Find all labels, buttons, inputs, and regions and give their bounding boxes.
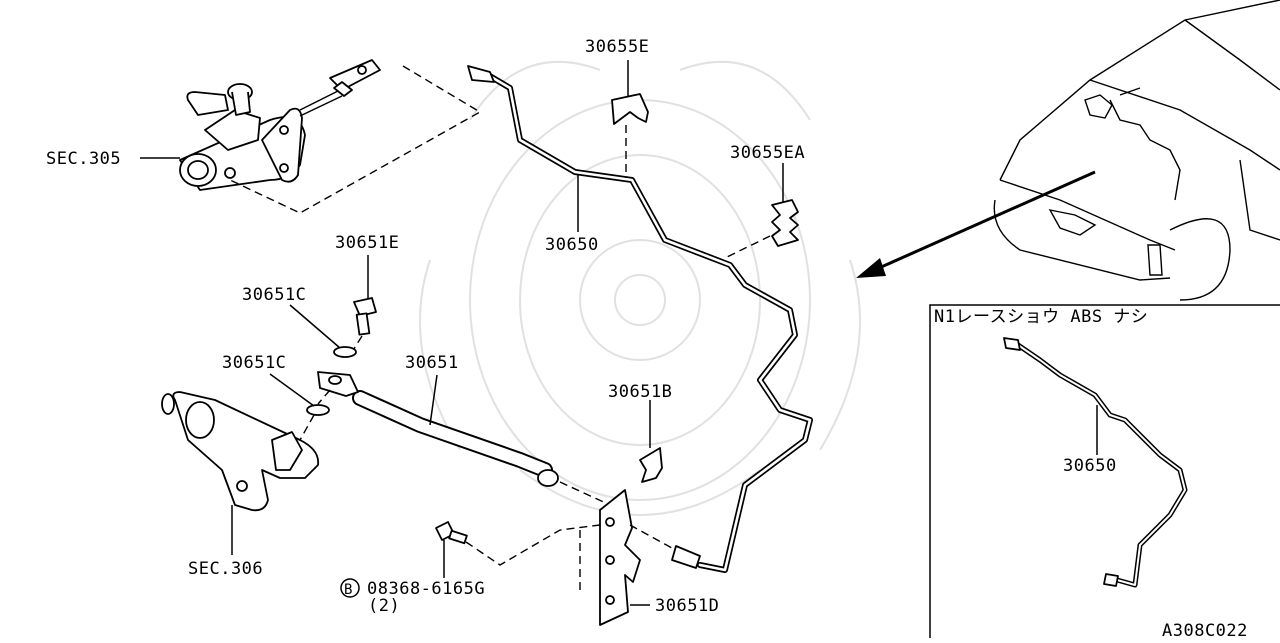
label-sec305: SEC.305: [46, 149, 121, 169]
label-30651D: 30651D: [655, 596, 719, 616]
bolt-30651E: [353, 297, 377, 336]
label-bolt-part: 08368-6165G: [367, 579, 485, 599]
bolt-08368-6165G: [435, 521, 468, 545]
label-bolt-marker: B: [344, 582, 353, 598]
clip-30655E: [611, 93, 649, 125]
vehicle-sketch: [993, 0, 1280, 301]
inset-label-30650: 30650: [1063, 456, 1117, 476]
label-30655E: 30655E: [585, 37, 649, 57]
bracket-30651D: [599, 489, 641, 626]
clutch-hose-30651: [317, 371, 559, 487]
leader-30651C-upper: [289, 304, 341, 349]
label-30651: 30651: [405, 353, 459, 373]
bolt-marker-circle: [340, 578, 360, 598]
dash-bracket: [579, 524, 673, 590]
washer-30651C-lower: [306, 404, 330, 416]
clip-30651B: [639, 447, 663, 483]
pointer-arrow-head: [856, 258, 886, 278]
label-30651B: 30651B: [608, 382, 672, 402]
label-30650: 30650: [545, 235, 599, 255]
label-30651C-upper: 30651C: [242, 285, 306, 305]
label-30651E: 30651E: [335, 233, 399, 253]
clutch-pipe-30650: [467, 65, 813, 573]
label-sec306: SEC.306: [188, 559, 263, 579]
leader-30651: [429, 374, 438, 426]
pointer-arrow-line: [869, 170, 1096, 274]
dash-hose: [559, 481, 611, 506]
clip-30655EA: [771, 199, 799, 247]
dash-operating-cyl: [299, 414, 315, 441]
dash-bolt: [465, 524, 601, 566]
dash-washer: [317, 389, 331, 405]
clutch-master-cylinder: [179, 59, 381, 191]
clutch-operating-cylinder: [161, 391, 320, 512]
inset-variant-box: [929, 304, 1280, 638]
inset-title: N1レースショウ ABS ナシ: [934, 307, 1148, 327]
dash-30655EA: [724, 235, 771, 259]
leader-30651C-lower: [269, 373, 315, 407]
washer-30651C-upper: [333, 346, 357, 358]
figure-code: A308C022: [1162, 621, 1248, 638]
label-30655EA: 30655EA: [730, 143, 805, 163]
label-bolt-qty: (2): [368, 596, 400, 616]
leader-master-cylinder: [229, 65, 482, 214]
label-30651C-lower: 30651C: [222, 353, 286, 373]
